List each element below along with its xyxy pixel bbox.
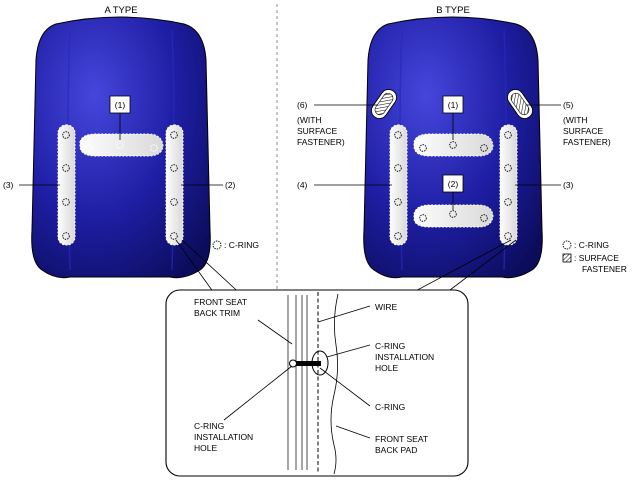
b-type-surface-fastener-legend: : SURFACE FASTENER bbox=[574, 253, 627, 274]
c-ring-installation-hole-right-label: C-RING INSTALLATION HOLE bbox=[375, 341, 437, 373]
b-type-callout-1: (1) bbox=[448, 100, 459, 110]
b-type-c-ring-legend-icon bbox=[562, 240, 572, 250]
a-type-c-ring-legend-icon bbox=[212, 240, 222, 250]
b-type-callout-4: (4) bbox=[297, 180, 308, 190]
c-ring-label: C-RING bbox=[375, 402, 405, 412]
b-type-pad-1 bbox=[413, 133, 494, 157]
c-ring-installation-hole-left-label: C-RING INSTALLATION HOLE bbox=[194, 421, 256, 453]
b-type-panel: B TYPE bbox=[297, 5, 627, 311]
b-type-pad-3 bbox=[499, 124, 518, 246]
front-seat-back-pad-label: FRONT SEAT BACK PAD bbox=[375, 434, 430, 455]
c-ring-installation-hole-left-mark bbox=[289, 359, 297, 368]
b-type-callout-6-note-2: SURFACE bbox=[297, 126, 337, 136]
a-type-pad-1 bbox=[79, 133, 164, 157]
a-type-c-ring-legend: : C-RING bbox=[224, 240, 259, 250]
c-ring-installation-hole-left-label-1: C-RING bbox=[194, 421, 224, 431]
a-type-title: A TYPE bbox=[104, 5, 137, 16]
front-seat-back-trim-label-1: FRONT SEAT bbox=[194, 297, 247, 307]
front-seat-back-pad-leader bbox=[335, 425, 371, 439]
b-type-surface-fastener-legend-1: : SURFACE bbox=[574, 253, 619, 263]
c-ring-installation-hole-left-label-3: HOLE bbox=[194, 443, 217, 453]
c-ring-installation-hole-right-label-2: INSTALLATION bbox=[375, 352, 434, 362]
b-type-callout-2: (2) bbox=[448, 179, 459, 189]
c-ring-installation-hole-right-leader bbox=[326, 344, 371, 358]
b-type-surface-fastener-legend-2: FASTENER bbox=[582, 264, 627, 274]
b-type-surface-fastener-legend-icon bbox=[562, 253, 572, 263]
a-type-detail-pointer-1 bbox=[175, 239, 215, 294]
c-ring-installation-hole-right-label-1: C-RING bbox=[375, 341, 405, 351]
wire-label: WIRE bbox=[375, 302, 398, 312]
a-type-pad-3 bbox=[57, 124, 76, 246]
a-type-panel: A TYPE (1) bbox=[3, 5, 259, 311]
b-type-pad-2 bbox=[413, 204, 494, 228]
b-type-c-ring-legend: : C-RING bbox=[574, 240, 609, 250]
b-type-callout-6: (6) bbox=[297, 100, 308, 110]
b-type-pad-4 bbox=[389, 124, 408, 246]
b-type-callout-6-note-3: FASTENER) bbox=[297, 137, 345, 147]
front-seat-back-pad-label-2: BACK PAD bbox=[375, 445, 417, 455]
detail-view: FRONT SEAT BACK TRIM WIRE C-RING INSTALL… bbox=[165, 289, 469, 477]
b-type-callout-5-note-1: (WITH bbox=[563, 115, 588, 125]
c-ring-leader bbox=[319, 367, 371, 407]
b-type-callout-5-note-3: FASTENER) bbox=[563, 137, 611, 147]
front-seat-back-trim-label-2: BACK TRIM bbox=[194, 308, 240, 318]
b-type-surface-fastener-6 bbox=[370, 88, 398, 120]
front-seat-back-pad-label-1: FRONT SEAT bbox=[375, 434, 428, 444]
b-type-title: B TYPE bbox=[436, 5, 470, 16]
back-pad-edge bbox=[330, 293, 339, 475]
b-type-callout-5-note: (WITH SURFACE FASTENER) bbox=[563, 115, 611, 147]
b-type-callout-6-note-1: (WITH bbox=[297, 115, 322, 125]
b-type-surface-fastener-5 bbox=[506, 88, 534, 120]
detail-frame bbox=[165, 289, 469, 477]
a-type-pad-2 bbox=[165, 124, 184, 246]
a-type-callout-2: (2) bbox=[225, 180, 236, 190]
a-type-callout-1: (1) bbox=[115, 100, 126, 110]
a-type-callout-3: (3) bbox=[3, 180, 14, 190]
c-ring-installation-hole-right-mark bbox=[311, 350, 329, 376]
c-ring-installation-hole-left-label-2: INSTALLATION bbox=[194, 432, 253, 442]
b-type-callout-6-note: (WITH SURFACE FASTENER) bbox=[297, 115, 345, 147]
c-ring-rod bbox=[293, 361, 321, 366]
wire-leader bbox=[317, 305, 371, 323]
b-type-callout-5: (5) bbox=[563, 100, 574, 110]
front-seat-back-trim-label: FRONT SEAT BACK TRIM bbox=[194, 297, 249, 318]
front-seat-back-trim-leader bbox=[257, 319, 293, 345]
b-type-callout-3: (3) bbox=[563, 180, 574, 190]
b-type-detail-pointer-2 bbox=[445, 239, 517, 294]
c-ring-installation-hole-left-leader bbox=[223, 365, 293, 421]
c-ring-installation-hole-right-label-3: HOLE bbox=[375, 363, 398, 373]
b-type-callout-5-note-2: SURFACE bbox=[563, 126, 603, 136]
